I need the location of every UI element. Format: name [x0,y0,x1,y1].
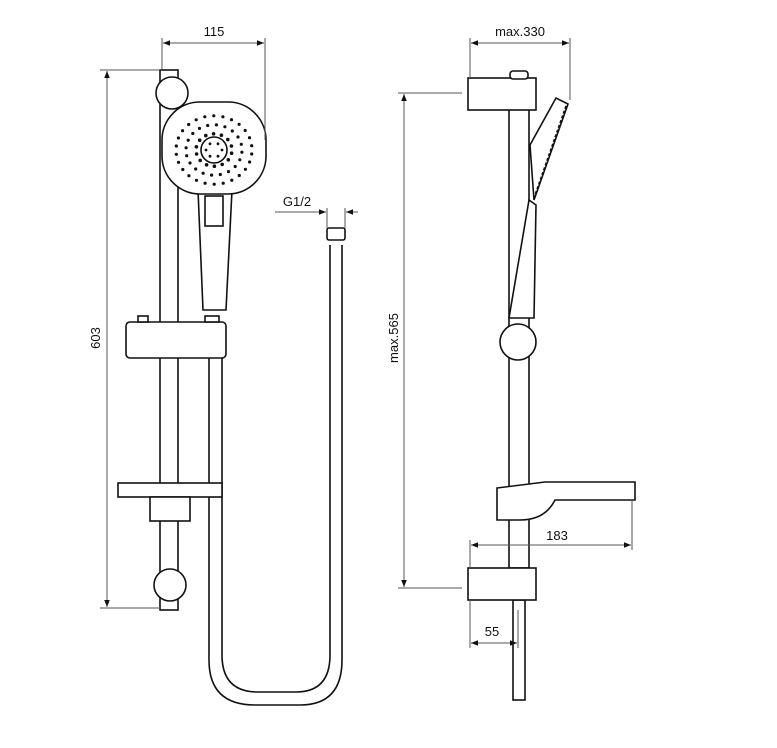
nozzle [230,178,234,182]
nozzle [229,151,234,155]
nozzle [174,144,178,148]
nozzle [191,131,195,136]
dim-label-55: 55 [485,624,499,639]
dim-label-max330: max.330 [495,24,545,39]
nozzle [250,144,254,148]
nozzle [208,154,212,158]
nozzle [185,154,189,158]
nozzle [240,150,244,154]
nozzle [204,148,208,152]
bottom-bracket-ball [153,568,187,602]
side-pipe [512,599,526,701]
nozzle [194,178,199,182]
nozzle [208,142,212,146]
nozzle [181,167,185,172]
soap-dish-holder [149,496,191,522]
nozzle [188,161,192,165]
nozzle [198,158,202,163]
nozzle [233,164,237,169]
nozzle [194,118,198,122]
nozzle [203,181,207,185]
nozzle [223,125,227,129]
nozzle [212,182,216,186]
nozzle [219,133,224,137]
nozzle [226,170,231,174]
side-shower-head [529,96,569,201]
nozzle [212,164,217,168]
nozzle [181,129,185,133]
nozzle [194,152,199,156]
nozzle [176,160,181,164]
dim-label-max565: max.565 [386,313,401,363]
nozzle [203,115,207,119]
shower-head-nozzles [174,114,254,186]
nozzle [236,135,240,139]
dim-label-g12: G1/2 [283,194,311,209]
dim-label-183: 183 [546,528,568,543]
dim-label-115: 115 [204,24,225,39]
nozzle [201,171,205,175]
nozzle [248,160,252,164]
nozzle [237,122,241,126]
nozzle [239,142,243,146]
side-view: max.330 max.565 183 55 [386,24,636,701]
nozzle [211,132,216,136]
nozzle [187,174,191,178]
nozzle [229,118,234,122]
top-bracket-ball [155,76,189,110]
nozzle [174,152,178,156]
nozzle [176,136,180,140]
side-soap-dish [496,481,636,521]
nozzle [220,162,224,167]
nozzle [243,167,247,171]
nozzle [238,158,242,162]
nozzle [184,146,188,150]
nozzle [216,142,220,146]
nozzle [250,152,254,156]
nozzle [186,138,190,142]
side-handle [508,198,537,319]
nozzle [210,173,214,177]
hose-connector [326,227,346,241]
nozzle [226,137,230,142]
nozzle [194,167,198,171]
nozzle [206,123,210,128]
nozzle [243,128,247,133]
side-top-bracket [467,77,537,111]
nozzle [194,145,199,149]
side-bottom-bracket [467,567,537,601]
nozzle [197,126,202,130]
slider [125,321,227,359]
nozzle [230,129,234,133]
nozzle [247,136,252,140]
nozzle [221,181,225,185]
nozzle [221,115,225,119]
dim-label-603: 603 [88,327,103,349]
nozzle [226,158,231,162]
nozzle [212,114,216,118]
nozzle [229,144,234,148]
hose [208,245,343,706]
soap-dish [117,482,223,498]
nozzle [204,163,209,167]
nozzle [197,138,202,142]
shower-handle [197,189,233,311]
nozzle [237,173,241,178]
nozzle [218,172,222,177]
side-slider-ball [499,323,537,361]
nozzle [214,123,218,127]
nozzle [187,122,191,127]
nozzle [216,154,220,158]
front-view: 115 603 G1/2 [88,24,358,706]
nozzle [220,148,224,152]
nozzle [204,133,208,138]
